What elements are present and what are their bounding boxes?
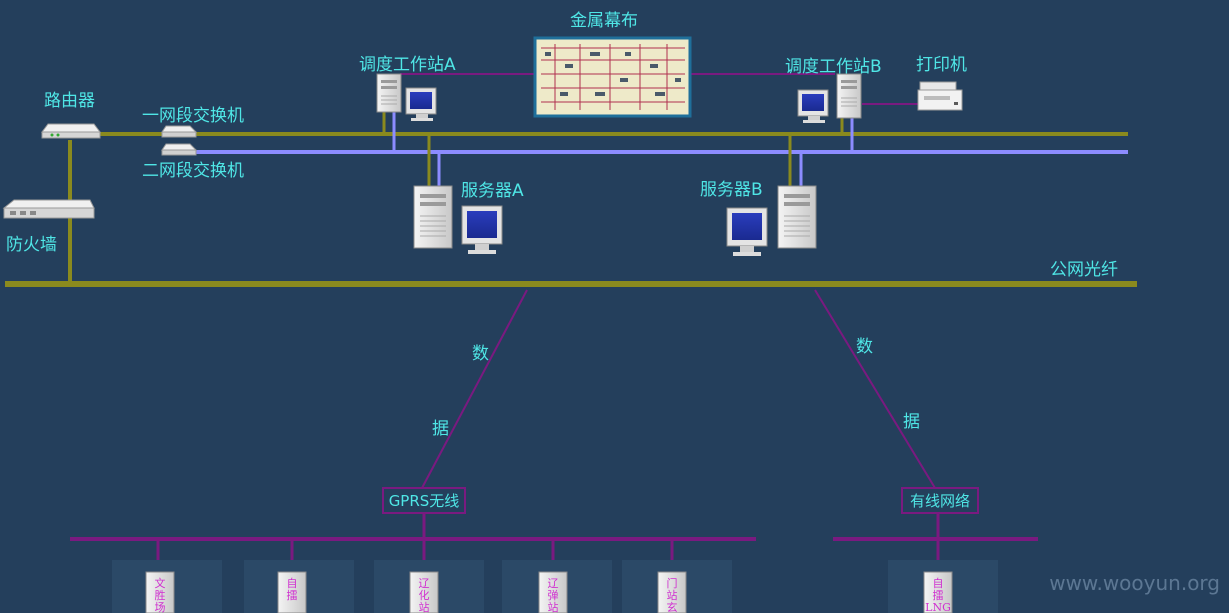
router-label: 路由器 <box>44 91 95 111</box>
public-fiber-label: 公网光纤 <box>1050 260 1118 280</box>
desktop-computer-icon <box>405 87 437 121</box>
data-link-left <box>421 289 528 489</box>
station-label-2: 自擂 <box>287 577 298 602</box>
station-label-4: 辽弹站 <box>548 577 559 613</box>
firewall-label: 防火墙 <box>6 235 57 255</box>
station-label-line: 门 <box>667 576 678 590</box>
gprs-label: GPRS无线 <box>389 492 460 510</box>
workstation-a <box>376 73 437 121</box>
router-icon <box>41 123 101 139</box>
watermark-text: www.wooyun.org <box>1049 571 1220 595</box>
station-label-line: 擂 <box>933 588 944 602</box>
station-label-line: 玄 <box>667 600 678 613</box>
station-terminal-icon <box>923 571 953 613</box>
station-label-line: 胜 <box>155 588 166 602</box>
server-a <box>413 185 503 254</box>
station-terminal-icon <box>657 571 687 613</box>
station-label-line: 辽 <box>548 577 559 590</box>
station-label-line: 站 <box>419 600 430 613</box>
display-wall-icon <box>533 36 692 118</box>
server-tower-icon <box>777 185 817 249</box>
station-terminal-icon <box>409 571 439 613</box>
server-tower-icon <box>413 185 453 249</box>
firewall-icon <box>2 199 95 219</box>
data-label-left-1: 数 <box>472 344 489 364</box>
station-terminal-icon <box>277 571 307 613</box>
server-b <box>726 185 817 256</box>
printer-icon <box>917 81 963 111</box>
station-label-line: 自 <box>933 577 944 590</box>
station-label-1: 文胜场 <box>155 576 166 613</box>
data-label-right-2: 据 <box>903 412 920 432</box>
server-tower-icon <box>836 73 862 119</box>
network-switch-icon <box>161 143 198 156</box>
desktop-computer-icon <box>461 205 503 254</box>
desktop-computer-icon <box>797 89 829 123</box>
station-terminal-icon <box>538 571 568 613</box>
desktop-computer-icon <box>726 207 768 256</box>
metal-screen-label: 金属幕布 <box>570 11 638 31</box>
data-link-right <box>814 289 936 489</box>
data-label-right-1: 数 <box>856 337 873 357</box>
station-label-line: 辽 <box>419 577 430 590</box>
workstation-b <box>797 73 862 123</box>
station-label-line: 场 <box>155 600 166 613</box>
station-label-5: 门站玄 <box>667 576 678 613</box>
station-label-line: 文 <box>155 576 166 590</box>
station-label-line: 擂 <box>287 588 298 602</box>
station-label-line: 站 <box>667 588 678 602</box>
switch-2-label: 二网段交换机 <box>142 161 244 181</box>
station-terminal-icon <box>145 571 175 613</box>
server-a-label: 服务器A <box>461 181 524 201</box>
workstation-a-label: 调度工作站A <box>359 55 456 75</box>
station-label-line: 化 <box>419 588 430 602</box>
gprs-box <box>382 487 466 514</box>
station-label-line: 弹 <box>548 588 559 602</box>
data-label-left-2: 据 <box>432 419 449 439</box>
server-b-label: 服务器B <box>700 180 763 200</box>
printer-label: 打印机 <box>916 55 967 75</box>
switch-1-label: 一网段交换机 <box>142 106 244 126</box>
workstation-b-label: 调度工作站B <box>785 57 882 77</box>
wired-label: 有线网络 <box>910 492 970 510</box>
server-tower-icon <box>376 73 402 113</box>
station-label-line: LNG <box>925 601 951 613</box>
station-label-line: 自 <box>287 577 298 590</box>
wired-box <box>901 487 979 514</box>
station-label-line: 站 <box>548 600 559 613</box>
station-label-3: 辽化站 <box>419 577 430 613</box>
network-switch-icon <box>161 125 198 138</box>
